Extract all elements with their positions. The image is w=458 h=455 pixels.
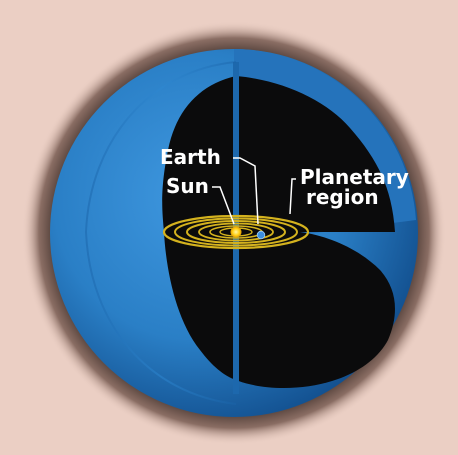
cavity-lower bbox=[236, 232, 395, 388]
sun-marker bbox=[230, 226, 242, 238]
sun-label: Sun bbox=[166, 174, 209, 198]
leader-lines bbox=[212, 157, 296, 225]
cavity-upper bbox=[236, 76, 395, 232]
planetary-region-label-line2: region bbox=[306, 185, 379, 209]
planetary-leader-line bbox=[289, 178, 296, 215]
orbit-ring bbox=[186, 220, 286, 244]
earth-label: Earth bbox=[160, 145, 221, 169]
cavity-left-lower bbox=[164, 232, 236, 380]
shell-cut-rim bbox=[84, 61, 237, 405]
cavity-left bbox=[162, 76, 236, 232]
planetary-region-label-line1: Planetary bbox=[300, 165, 409, 189]
orbit-ring bbox=[174, 217, 298, 247]
sun-leader-line bbox=[212, 186, 235, 225]
earth-marker bbox=[256, 230, 266, 240]
orbit-ring bbox=[162, 214, 310, 250]
orbit-ring bbox=[198, 222, 274, 242]
earth-leader-line bbox=[233, 157, 259, 225]
